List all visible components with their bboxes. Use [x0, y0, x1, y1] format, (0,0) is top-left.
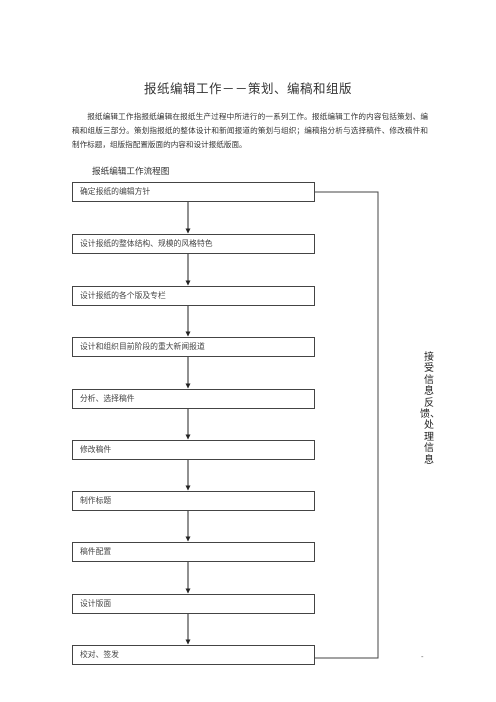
flow-step-design-layout: 设计版面: [72, 594, 315, 614]
flow-step-editorial-policy: 确定报纸的编辑方针: [72, 182, 315, 202]
flow-step-pages-columns: 设计报纸的各个版及专栏: [72, 286, 315, 306]
flow-step-revise-manuscripts: 修改稿件: [72, 440, 315, 460]
intro-paragraph: 报纸编辑工作指报纸编辑在报纸生产过程中所进行的一系列工作。报纸编辑工作的内容包括…: [72, 112, 428, 149]
flow-step-proof-issue: 校对、签发: [72, 645, 315, 665]
page-mark: -: [421, 653, 424, 661]
flow-step-arrange-manuscripts: 稿件配置: [72, 542, 315, 562]
feedback-label: 接受信息反馈、处理信息: [420, 352, 440, 466]
flow-step-select-manuscripts: 分析、选择稿件: [72, 389, 315, 409]
flow-step-make-headlines: 制作标题: [72, 491, 315, 511]
flow-step-overall-structure: 设计报纸的整体结构、规模的风格特色: [72, 234, 315, 254]
document-title: 报纸编辑工作－－策划、编稿和组版: [143, 81, 352, 96]
flowchart-heading: 报纸编辑工作流程图: [92, 167, 170, 177]
feedback-loop-line: [315, 191, 379, 659]
flow-step-major-news: 设计和组织目前阶段的重大新闻报道: [72, 337, 315, 357]
